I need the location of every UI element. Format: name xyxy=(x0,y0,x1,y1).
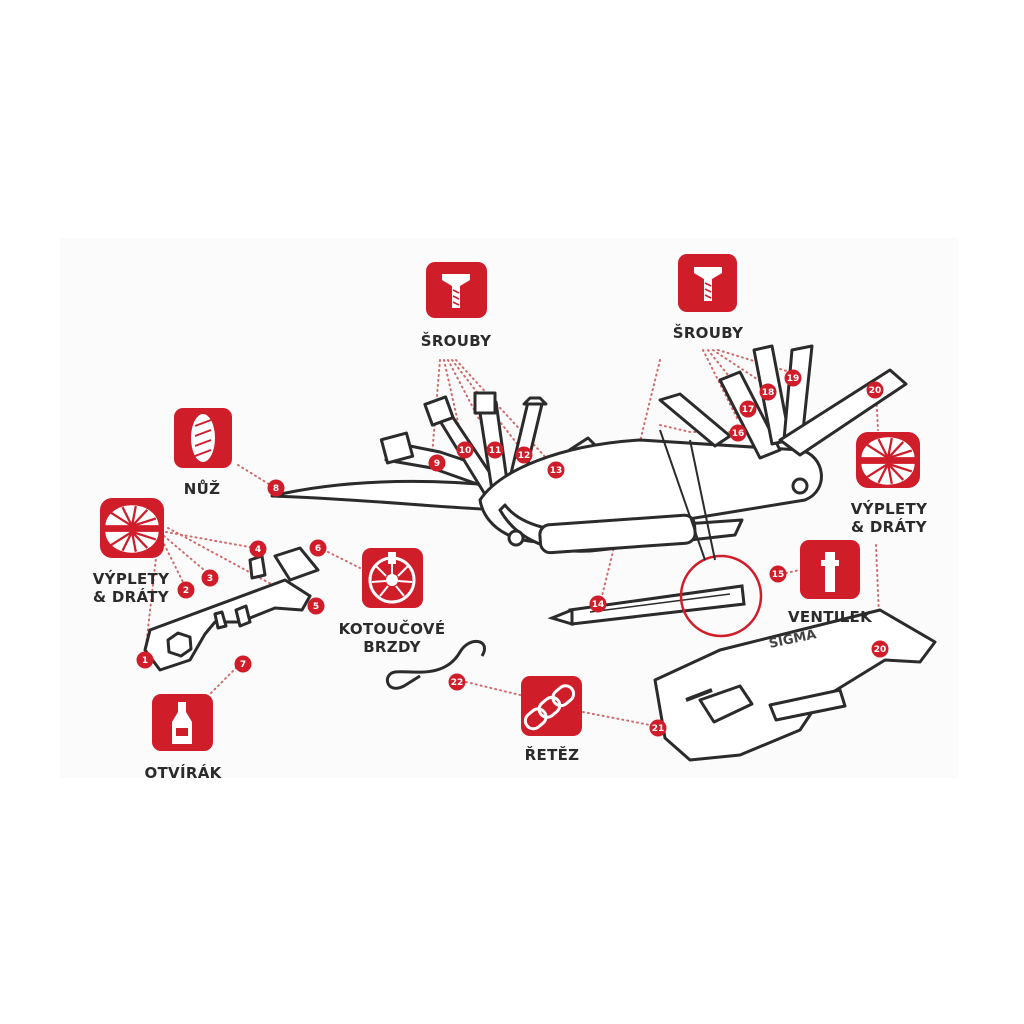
callout-8: 8 xyxy=(267,479,285,497)
disc-brake-icon xyxy=(362,548,423,608)
label-chain: ŘETĚZ xyxy=(524,746,580,764)
label-spokes-right-1: VÝPLETY xyxy=(850,500,928,518)
label-screws-right: ŠROUBY xyxy=(672,324,744,342)
svg-text:7: 7 xyxy=(240,660,246,670)
valve-icon xyxy=(800,540,860,599)
callout-14: 14 xyxy=(589,595,607,613)
callout-9: 9 xyxy=(428,454,446,472)
callout-1: 1 xyxy=(136,651,154,669)
svg-text:5: 5 xyxy=(313,602,319,612)
svg-text:9: 9 xyxy=(434,459,440,469)
callout-12: 12 xyxy=(515,446,533,464)
callout-20-top: 20 xyxy=(866,381,884,399)
svg-text:13: 13 xyxy=(550,466,563,476)
label-spokes-right-2: & DRÁTY xyxy=(851,518,927,536)
callout-15: 15 xyxy=(769,565,787,583)
callout-17: 17 xyxy=(739,400,757,418)
bottle-icon xyxy=(152,694,213,751)
callout-2: 2 xyxy=(177,581,195,599)
callout-6: 6 xyxy=(309,539,327,557)
callout-5: 5 xyxy=(307,597,325,615)
callout-13: 13 xyxy=(547,461,565,479)
zoom-line-1 xyxy=(689,439,716,561)
label-disc-brakes-1: KOTOUČOVÉ xyxy=(338,620,446,638)
callout-10: 10 xyxy=(456,441,474,459)
svg-text:12: 12 xyxy=(518,451,531,461)
screwdriver-bit xyxy=(547,584,746,627)
label-spokes-left-2: & DRÁTY xyxy=(93,588,169,606)
multitool-main xyxy=(270,344,908,555)
callout-22: 22 xyxy=(448,673,466,691)
svg-text:18: 18 xyxy=(762,388,775,398)
callout-20-bottom: 20 xyxy=(871,640,889,658)
svg-text:16: 16 xyxy=(732,429,745,439)
label-opener: OTVÍRÁK xyxy=(144,764,222,782)
svg-text:10: 10 xyxy=(459,446,472,456)
svg-text:1: 1 xyxy=(142,656,148,666)
svg-text:2: 2 xyxy=(183,586,189,596)
svg-text:15: 15 xyxy=(772,570,785,580)
callout-7: 7 xyxy=(234,655,252,673)
callout-18: 18 xyxy=(759,383,777,401)
bread-knife-icon xyxy=(174,408,232,468)
callout-markers: 1 2 3 4 5 6 7 8 9 10 11 12 13 14 15 16 1… xyxy=(136,369,889,737)
label-disc-brakes-2: BRZDY xyxy=(363,638,421,656)
svg-text:6: 6 xyxy=(315,544,321,554)
svg-text:22: 22 xyxy=(451,678,464,688)
svg-text:8: 8 xyxy=(273,484,279,494)
svg-text:14: 14 xyxy=(592,600,605,610)
svg-text:21: 21 xyxy=(652,724,665,734)
screw-icon xyxy=(678,254,737,312)
svg-text:20: 20 xyxy=(869,386,882,396)
svg-text:11: 11 xyxy=(489,446,502,456)
leader-lines xyxy=(144,349,881,726)
callout-21: 21 xyxy=(649,719,667,737)
chain-tool xyxy=(653,608,937,762)
label-knife: NŮŽ xyxy=(183,480,221,498)
svg-text:20: 20 xyxy=(874,645,887,655)
callout-19: 19 xyxy=(784,369,802,387)
callout-11: 11 xyxy=(486,441,504,459)
zoom-circle xyxy=(679,554,763,638)
label-valve: VENTILEK xyxy=(787,608,873,626)
label-spokes-left-1: VÝPLETY xyxy=(92,570,170,588)
svg-text:19: 19 xyxy=(787,374,800,384)
callout-4: 4 xyxy=(249,540,267,558)
label-screws-left: ŠROUBY xyxy=(420,332,492,350)
zoom-line-2 xyxy=(659,429,706,561)
svg-text:17: 17 xyxy=(742,405,755,415)
screw-icon xyxy=(426,262,487,318)
chain-hook xyxy=(385,640,486,690)
chain-icon xyxy=(521,676,582,736)
svg-text:3: 3 xyxy=(207,574,213,584)
svg-text:4: 4 xyxy=(255,545,261,555)
callout-16: 16 xyxy=(729,424,747,442)
spoke-wheel-icon xyxy=(856,432,920,488)
callout-3: 3 xyxy=(201,569,219,587)
spoke-wheel-icon xyxy=(100,498,164,558)
